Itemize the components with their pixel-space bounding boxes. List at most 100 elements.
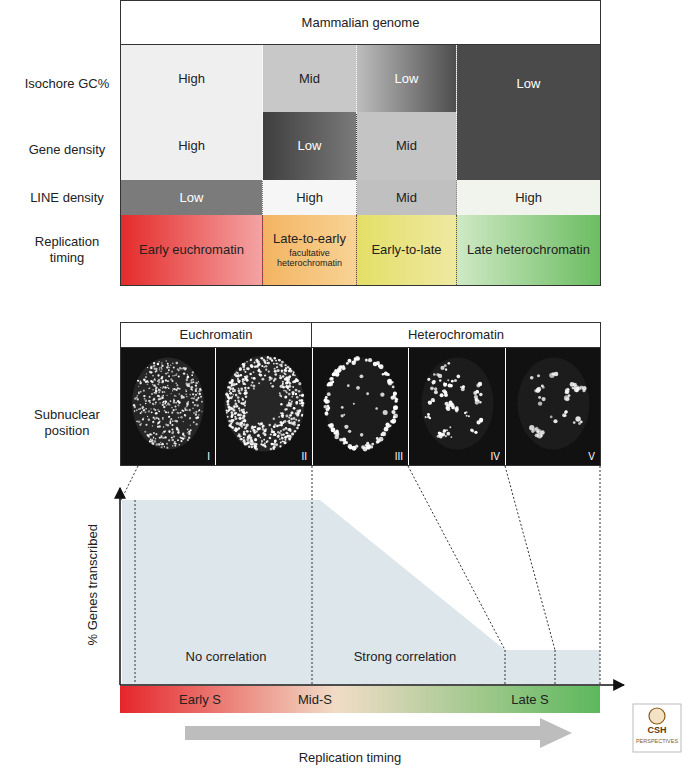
signal-dot: [226, 400, 229, 403]
signal-dot: [439, 432, 441, 434]
signal-dot: [290, 418, 292, 420]
signal-dot: [285, 385, 288, 388]
signal-dot: [178, 401, 181, 404]
axis-label: % Genes transcribed: [85, 485, 101, 685]
signal-dot: [189, 432, 191, 434]
signal-dot: [168, 375, 170, 377]
signal-dot: [479, 418, 483, 422]
signal-dot: [242, 382, 245, 385]
signal-dot: [161, 443, 164, 446]
signal-dot: [299, 394, 301, 396]
signal-dot: [231, 384, 233, 386]
signal-dot: [282, 422, 284, 424]
signal-dot: [282, 375, 285, 378]
signal-dot: [393, 406, 396, 409]
signal-dot: [187, 439, 189, 441]
signal-dot: [171, 439, 174, 442]
signal-dot: [279, 445, 281, 447]
signal-dot: [287, 366, 290, 369]
signal-dot: [371, 443, 374, 446]
signal-dot: [290, 411, 293, 414]
signal-dot: [162, 380, 164, 382]
signal-dot: [573, 421, 576, 424]
signal-dot: [447, 379, 449, 381]
signal-dot: [182, 410, 184, 412]
signal-dot: [231, 416, 234, 419]
signal-dot: [263, 366, 265, 368]
leader-lines: [121, 466, 600, 684]
row-label: Isochore GC%: [17, 76, 117, 92]
signal-dot: [331, 428, 336, 433]
signal-dot: [240, 369, 242, 371]
signal-dot: [239, 410, 241, 412]
y-axis: [119, 488, 121, 685]
signal-dot: [263, 439, 265, 441]
signal-dot: [164, 446, 165, 447]
signal-dot: [284, 378, 287, 381]
signal-dot: [192, 371, 194, 373]
signal-dot: [246, 379, 249, 382]
signal-dot: [244, 387, 246, 389]
timing-cell: Early-to-late: [357, 215, 457, 285]
signal-dot: [281, 437, 283, 439]
signal-dot: [440, 433, 443, 436]
signal-dot: [278, 359, 281, 362]
signal-dot: [193, 421, 195, 423]
signal-dot: [292, 391, 295, 394]
signal-dot: [254, 438, 257, 441]
signal-dot: [278, 434, 280, 436]
signal-dot: [298, 382, 301, 385]
signal-dot: [166, 360, 167, 361]
signal-dot: [166, 443, 168, 445]
signal-dot: [191, 374, 193, 376]
signal-dot: [285, 432, 287, 434]
node-text: Mid: [396, 138, 417, 154]
signal-dot: [255, 430, 257, 432]
signal-dot: [160, 387, 161, 388]
signal-dot: [391, 410, 395, 414]
signal-dot: [191, 379, 193, 381]
signal-dot: [361, 445, 365, 449]
signal-dot: [236, 428, 239, 431]
signal-dot: [171, 407, 173, 409]
signal-dot: [171, 437, 173, 439]
node-text: Mid: [299, 71, 320, 87]
signal-dot: [149, 387, 150, 388]
signal-dot: [227, 396, 230, 399]
signal-dot: [366, 447, 369, 450]
signal-dot: [386, 424, 390, 428]
signal-dot: [192, 401, 194, 403]
signal-dot: [153, 437, 154, 438]
signal-dot: [190, 429, 192, 431]
leader-line: [505, 650, 506, 684]
signal-dot: [244, 376, 246, 378]
signal-dot: [289, 389, 291, 391]
signal-dot: [170, 393, 171, 394]
signal-dot: [298, 420, 300, 422]
signal-dot: [537, 430, 540, 433]
signal-dot: [161, 362, 162, 363]
signal-dot: [298, 399, 300, 401]
signal-dot: [237, 372, 239, 374]
signal-dot: [451, 380, 454, 383]
timing-arrow: [185, 718, 572, 748]
signal-dot: [244, 443, 247, 446]
signal-dot: [175, 445, 176, 446]
signal-dot: [462, 385, 465, 388]
phase-label: Mid-S: [275, 692, 355, 708]
signal-dot: [154, 440, 156, 442]
signal-dot: [184, 414, 186, 416]
signal-dot: [383, 410, 388, 415]
signal-dot: [434, 387, 437, 390]
signal-dot: [265, 428, 267, 430]
signal-dot: [200, 396, 202, 398]
signal-dot: [173, 435, 175, 437]
signal-dot: [246, 438, 249, 441]
signal-dot: [231, 379, 233, 381]
signal-dot: [166, 395, 167, 396]
signal-dot: [252, 426, 254, 428]
signal-dot: [276, 425, 278, 427]
signal-dot: [227, 400, 229, 402]
signal-dot: [273, 417, 275, 419]
node-text: Early euchromatin: [139, 242, 244, 258]
